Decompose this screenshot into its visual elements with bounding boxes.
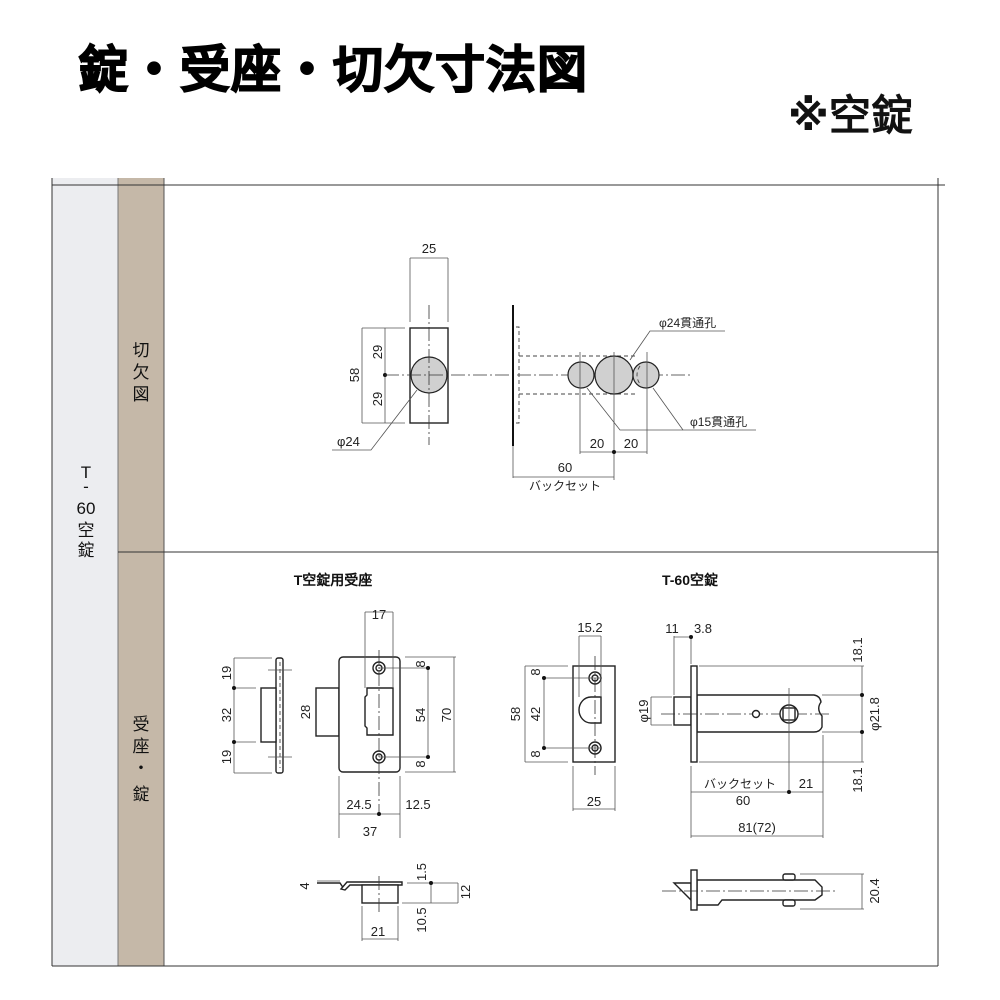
table-frame	[51, 178, 945, 967]
through-hole-small-left	[567, 361, 595, 389]
dimension-label: 空	[78, 521, 95, 540]
dimension-label: 錠	[78, 541, 95, 560]
dimension-label: 60	[736, 793, 750, 808]
dimension-label: 58	[347, 368, 362, 382]
page-title: 錠・受座・切欠寸法図	[77, 40, 588, 100]
dimension-label: 切	[133, 341, 150, 360]
cutout-edge-view: 20 20 60 バックセット φ24貫通孔 φ15貫通孔	[512, 305, 756, 493]
dimension-label: 12.5	[405, 797, 430, 812]
lock-bottom-view: 20.4	[662, 869, 882, 911]
section-label-strike-lock: 受 座 ・ 錠	[133, 715, 150, 804]
dimension-label: 60	[558, 460, 572, 475]
dimension-label: 24.5	[346, 797, 371, 812]
lock-title: T-60空錠	[662, 572, 719, 588]
dimension-label: 20	[590, 436, 604, 451]
dimension-label: 32	[219, 708, 234, 722]
dimension-label: 17	[372, 607, 386, 622]
dimension-label: 3.8	[694, 621, 712, 636]
lock-side-view: 11 3.8 φ19 18.1 φ21.8 18.1 バックセット 21 60 …	[636, 621, 882, 838]
dimension-label: 70	[439, 708, 454, 722]
strike-bottom-view: 21 4 1.5 10.5 12	[297, 863, 473, 941]
dimension-label: 19	[219, 666, 234, 680]
dimension-label: 座	[133, 737, 150, 756]
dimension-label: 29	[370, 345, 385, 359]
dimension-label: 11	[665, 621, 679, 636]
page-subtitle: ※空錠	[788, 91, 913, 140]
product-label: T - 60 空 錠	[77, 463, 96, 560]
dimension-label: 42	[528, 707, 543, 721]
dimension-label: バックセット	[704, 777, 776, 791]
through-hole-small-right	[632, 361, 660, 389]
dimension-label: バックセット	[529, 479, 601, 493]
dimension-label: 欠	[133, 363, 150, 382]
dimension-label: 54	[413, 708, 428, 722]
dimension-label: 21	[371, 924, 385, 939]
dimension-label: 58	[508, 707, 523, 721]
dimension-label: 18.1	[850, 767, 865, 792]
dimension-label: ・	[133, 759, 150, 778]
dimension-label: T	[81, 463, 91, 482]
dimension-label: 8	[528, 750, 543, 757]
dimension-label: -	[83, 477, 89, 496]
dimension-label: 60	[77, 499, 96, 518]
product-column	[52, 178, 118, 966]
dimension-label: 29	[370, 392, 385, 406]
dimension-label: 8	[413, 760, 428, 767]
dimension-label: 37	[363, 824, 377, 839]
dimension-label: 19	[219, 750, 234, 764]
dimension-label: 8	[413, 660, 428, 667]
dimension-label: 18.1	[850, 637, 865, 662]
dimension-label: 4	[297, 882, 312, 889]
dimension-label: φ19	[636, 700, 651, 723]
dimension-label: 21	[799, 776, 813, 791]
lock-face-view: 15.2 58 8 42 8 25	[508, 620, 616, 811]
dimension-label: 1.5	[414, 863, 429, 881]
dimension-label: φ24	[337, 434, 360, 449]
dimension-label: 図	[133, 385, 150, 404]
dimension-label: 20.4	[867, 878, 882, 903]
dimension-label: 25	[587, 794, 601, 809]
strike-front-view: 17 28 8 54 8 70 24.5 12.5 37	[298, 607, 456, 839]
dimension-label: 受	[133, 715, 150, 734]
cutout-front-view: 25 58 29 29 φ24	[332, 241, 690, 451]
section-column	[118, 178, 164, 966]
dimension-label: 錠	[133, 785, 150, 804]
dimension-label: φ24貫通孔	[659, 316, 716, 330]
dimension-label: 12	[458, 885, 473, 899]
dimension-label: 28	[298, 705, 313, 719]
strike-side-view: 19 32 19	[219, 657, 292, 774]
dimension-label: 25	[422, 241, 436, 256]
dimension-label: 20	[624, 436, 638, 451]
dimension-label: 10.5	[414, 907, 429, 932]
dimension-label: 81(72)	[738, 820, 776, 835]
dimension-label: φ15貫通孔	[690, 415, 747, 429]
section-label-cutout: 切 欠 図	[133, 341, 150, 404]
dimension-label: φ21.8	[867, 697, 882, 731]
latch-bolt	[673, 696, 692, 726]
dimension-label: 15.2	[577, 620, 602, 635]
strike-title: T空錠用受座	[294, 572, 373, 588]
dimension-label: 8	[528, 668, 543, 675]
